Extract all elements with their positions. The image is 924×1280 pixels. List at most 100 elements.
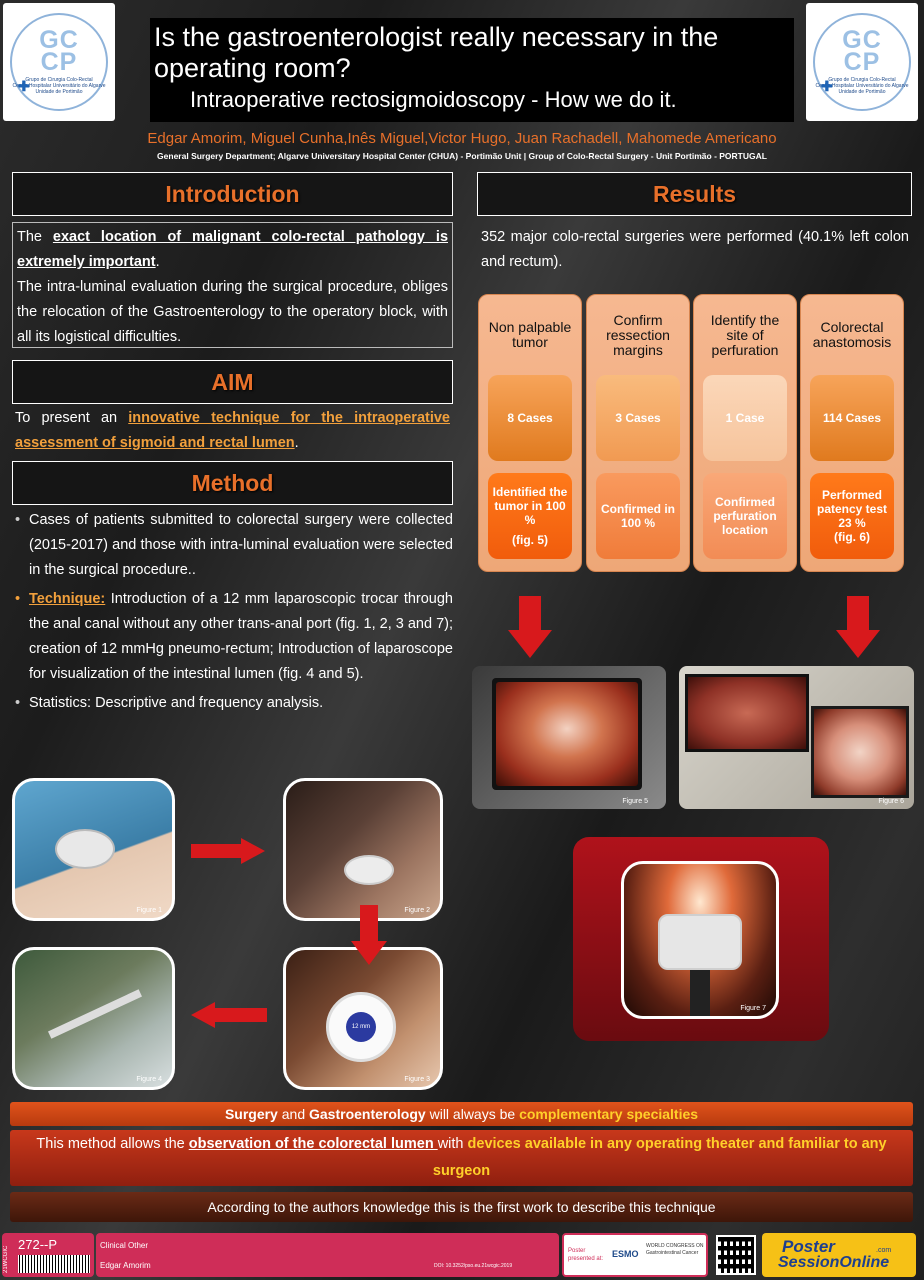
- result-column-title: Identify the site of perfuration: [710, 311, 780, 358]
- aim-text: .: [294, 435, 299, 451]
- aim-text: To present an: [15, 410, 129, 426]
- arrow-down-icon: [836, 596, 880, 658]
- result-outcome-line: Identified the tumor in 100 %: [492, 485, 568, 527]
- conclusion-banner-2: This method allows the observation of th…: [10, 1130, 913, 1186]
- trocar-cap: 12 mm: [326, 992, 396, 1062]
- result-column-perfuration: Identify the site of perfuration 1 Case …: [693, 294, 797, 572]
- intro-text: The: [17, 229, 53, 245]
- poster-id-block: 21WCGIC 272--P: [2, 1233, 94, 1277]
- arrow-down-icon: [351, 905, 387, 965]
- logo-line1: Grupo de Cirurgia Colo-Rectal: [828, 77, 896, 83]
- figure-caption: Figure 2: [404, 907, 430, 914]
- figure-7-frame: Figure 7: [573, 837, 829, 1041]
- conclusion-emphasis: observation of the colorectal lumen: [188, 1136, 438, 1152]
- laparoscope-shape: [690, 970, 710, 1016]
- trocar-shape: [55, 829, 115, 869]
- title-box: Is the gastroenterologist really necessa…: [150, 18, 794, 122]
- trocar-label: 12 mm: [351, 1024, 371, 1030]
- monitor-shape: [685, 674, 809, 752]
- logo-circle: GC CP Grupo de Cirurgia Colo-Rectal Cent…: [10, 13, 108, 111]
- conclusion-text: Gastroenterology: [309, 1106, 426, 1122]
- barcode-icon: [18, 1255, 90, 1273]
- method-item-text: Introduction of a 12 mm laparoscopic tro…: [29, 591, 453, 682]
- aim-highlight: innovative technique for the intraoperat…: [15, 410, 450, 451]
- poster-category: Clinical Other: [100, 1241, 149, 1250]
- result-outcome-line: Confirmed in 100 %: [601, 502, 675, 530]
- endoscopy-view: [814, 709, 906, 795]
- result-column-margins: Confirm ressection margins 3 Cases Confi…: [586, 294, 690, 572]
- method-heading: Method: [12, 461, 453, 505]
- result-outcome: Confirmed perfuration location: [703, 473, 787, 559]
- intro-emphasis: exact location of malignant colo-rectal …: [17, 229, 449, 270]
- method-item-text: Statistics: Descriptive and frequency an…: [29, 695, 324, 711]
- authors: Edgar Amorim, Miguel Cunha,Inês Miguel,V…: [147, 130, 777, 147]
- technique-label: Technique:: [29, 591, 106, 607]
- arrow-right-icon: [191, 838, 267, 864]
- footer-info-block: Clinical Other Edgar Amorim DOI: 10.3252…: [96, 1233, 559, 1277]
- qr-code-icon: [716, 1235, 756, 1275]
- result-column-non-palpable: Non palpable tumor 8 Cases Identified th…: [478, 294, 582, 572]
- gccp-logo-left: GC CP Grupo de Cirurgia Colo-Rectal Cent…: [3, 3, 115, 121]
- logo-letters-bottom: CP: [40, 48, 78, 76]
- intro-text: .: [155, 254, 160, 270]
- side-code: 21WCGIC: [3, 1245, 9, 1273]
- logo-line2: Centro Hospitalar Universitário do Algar…: [12, 83, 106, 89]
- logo-letters-top: GC: [842, 26, 882, 54]
- figure-caption: Figure 7: [740, 1005, 766, 1012]
- presented-at: Poster presented at:: [568, 1248, 604, 1262]
- conclusion-banner-3: According to the authors knowledge this …: [10, 1192, 913, 1222]
- result-cases: 8 Cases: [488, 375, 572, 461]
- logo-line3: Unidade de Portimão: [35, 89, 83, 95]
- figure-caption: Figure 6: [878, 798, 904, 805]
- result-cases: 3 Cases: [596, 375, 680, 461]
- conclusion-text: will always be: [425, 1106, 520, 1122]
- conclusion-text: with: [437, 1136, 468, 1152]
- result-column-anastomosis: Colorectal anastomosis 114 Cases Perform…: [800, 294, 904, 572]
- trocar-shape: [344, 855, 394, 885]
- brand-line1: Poster: [782, 1237, 835, 1256]
- affiliation: General Surgery Department; Algarve Univ…: [157, 151, 767, 161]
- trocar-seal: 12 mm: [346, 1012, 376, 1042]
- conclusion-text: and: [277, 1106, 309, 1122]
- logo-letters-top: GC: [39, 26, 79, 54]
- logo-line1: Grupo de Cirurgia Colo-Rectal: [25, 77, 93, 83]
- method-item: Technique: Introduction of a 12 mm lapar…: [13, 587, 453, 687]
- logo-line3: Unidade de Portimão: [838, 89, 886, 95]
- result-column-title: Colorectal anastomosis: [812, 319, 892, 350]
- arrow-left-icon: [191, 1002, 267, 1028]
- conclusion-text: This method allows the: [36, 1136, 189, 1152]
- logo-line2: Centro Hospitalar Universitário do Algar…: [815, 83, 909, 89]
- intro-paragraph: The intra-luminal evaluation during the …: [17, 279, 448, 345]
- congress-name: WORLD CONGRESS ON Gastrointestinal Cance…: [646, 1243, 704, 1256]
- poster-title-line2: operating room?: [154, 53, 351, 83]
- result-outcome-line: (fig. 6): [834, 530, 870, 544]
- cross-icon: ✚: [18, 78, 30, 94]
- results-intro: 352 major colo-rectal surgeries were per…: [481, 229, 909, 270]
- conclusion-banner-1: Surgery and Gastroenterology will always…: [10, 1102, 913, 1126]
- logo-letters-bottom: CP: [843, 48, 881, 76]
- figure-7-photo: Figure 7: [621, 861, 779, 1019]
- gccp-logo-right: GC CP Grupo de Cirurgia Colo-Rectal Cent…: [806, 3, 918, 121]
- endoscopy-view: [496, 682, 638, 786]
- results-heading: Results: [477, 172, 912, 216]
- poster-subtitle: Intraoperative rectosigmoidoscopy - How …: [190, 87, 677, 112]
- conclusion-highlight: complementary specialties: [519, 1106, 699, 1122]
- figure-4-photo: Figure 4: [12, 947, 175, 1090]
- postersessiononline-logo: Poster SessionOnline .com: [762, 1233, 916, 1277]
- figure-1-photo: Figure 1: [12, 778, 175, 921]
- congress-block: Poster presented at: ESMO WORLD CONGRESS…: [562, 1233, 708, 1277]
- result-outcome: Performed patency test 23 % (fig. 6): [810, 473, 894, 559]
- esmo-logo: ESMO: [612, 1249, 639, 1259]
- brand-domain: .com: [876, 1247, 892, 1254]
- method-item: Cases of patients submitted to colorecta…: [13, 508, 453, 583]
- figure-5-photo: Figure 5: [472, 666, 666, 809]
- result-outcome-line: Performed patency test 23 %: [816, 488, 888, 530]
- poster-doi: DOI: 10.3252/pso.eu.21wcgic.2019: [434, 1263, 513, 1269]
- figure-caption: Figure 4: [136, 1076, 162, 1083]
- introduction-body: The exact location of malignant colo-rec…: [12, 222, 453, 348]
- monitor-shape: [492, 678, 642, 790]
- figure-6-photo: Figure 6: [679, 666, 914, 809]
- monitor-shape: [811, 706, 909, 798]
- poster-id: 272--P: [18, 1237, 58, 1252]
- brand-line2: SessionOnline: [778, 1254, 890, 1271]
